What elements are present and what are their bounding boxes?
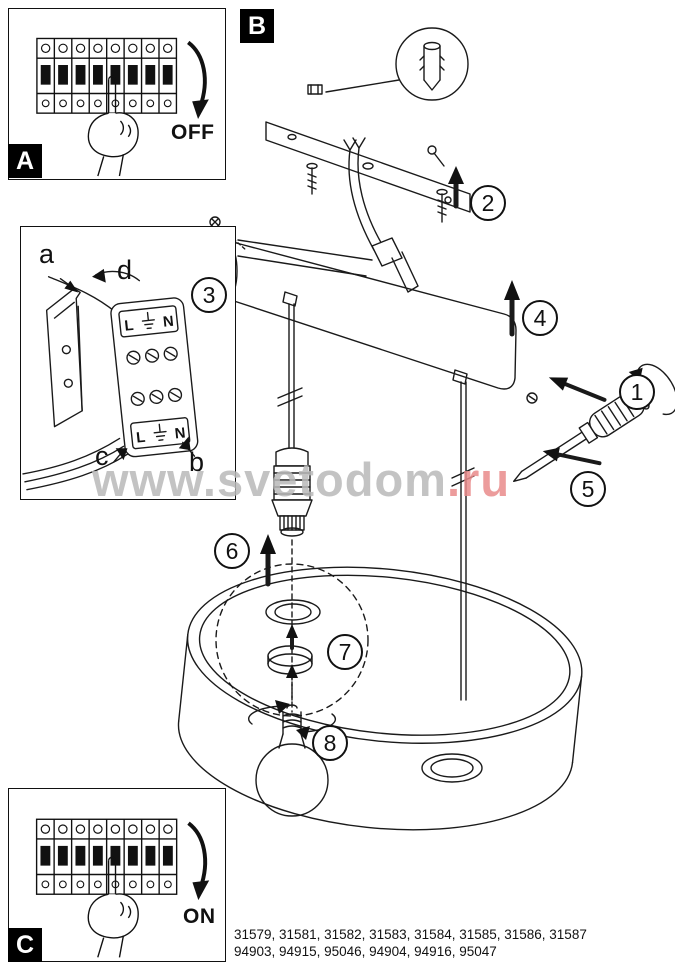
panel-b-badge: B — [240, 9, 274, 43]
off-label: OFF — [171, 121, 215, 144]
panel-a-badge: A — [8, 144, 42, 178]
arrow-b-icon — [178, 436, 196, 457]
mounting-channel — [45, 287, 83, 428]
neutral-label-bottom: N — [174, 425, 186, 442]
supply-wires — [22, 437, 129, 491]
panel-a-breaker-off: OFF — [8, 8, 226, 180]
live-label-top: L — [124, 318, 135, 335]
model-numbers: 31579, 31581, 31582, 31583, 31584, 31585… — [234, 927, 587, 960]
suspension-cords — [277, 303, 475, 701]
wiring-label-b: b — [189, 447, 205, 477]
panel-c-badge: C — [8, 928, 42, 962]
step-7-callout: 7 — [327, 634, 363, 670]
step-6-callout: 6 — [214, 533, 250, 569]
step-8-callout: 8 — [312, 725, 348, 761]
step-5-callout: 5 — [570, 471, 606, 507]
ground-symbol-bottom — [153, 423, 167, 441]
model-numbers-line2: 94903, 94915, 95046, 94904, 94916, 95047 — [234, 943, 497, 959]
on-label: ON — [183, 905, 216, 928]
screw-icon — [306, 145, 448, 223]
mounting-rail — [265, 121, 471, 213]
arrow-up-step4-icon — [504, 280, 520, 337]
wiring-detail-inset: L N L N — [20, 226, 236, 500]
grub-screw-icon — [526, 392, 538, 404]
wiring-label-a: a — [39, 239, 55, 269]
arrow-a-icon — [59, 277, 79, 293]
ground-symbol-top — [141, 311, 155, 330]
neutral-label-top: N — [162, 314, 174, 331]
watermark: www.svetodom.ru — [92, 452, 510, 507]
wall-anchor-detail — [307, 27, 469, 101]
arrow-step1-icon — [548, 377, 607, 402]
arrow-d-icon — [92, 268, 141, 283]
panel-c-breaker-on: ON — [8, 788, 226, 962]
step-2-callout: 2 — [470, 185, 506, 221]
shade-fittings — [215, 563, 483, 783]
oval-shade — [177, 566, 583, 831]
wiring-label-d: d — [117, 255, 133, 285]
step-4-callout: 4 — [522, 300, 558, 336]
step-3-callout: 3 — [191, 277, 227, 313]
model-numbers-line1: 31579, 31581, 31582, 31583, 31584, 31585… — [234, 927, 587, 942]
terminal-block: L N L N — [110, 297, 199, 458]
live-label-bottom: L — [136, 430, 147, 447]
step-1-callout: 1 — [619, 374, 655, 410]
inset-leader-lines — [237, 239, 373, 277]
wire-top — [47, 276, 117, 313]
watermark-tld: .ru — [446, 453, 511, 506]
lamp-socket — [271, 447, 313, 537]
arrow-step5-icon — [542, 447, 602, 466]
mains-cable — [343, 137, 384, 251]
wiring-detail-art: L N L N — [22, 268, 199, 491]
arrow-up-step2-icon — [448, 166, 464, 209]
wiring-label-c: c — [95, 441, 109, 471]
watermark-main: www.svetodom — [92, 453, 447, 506]
